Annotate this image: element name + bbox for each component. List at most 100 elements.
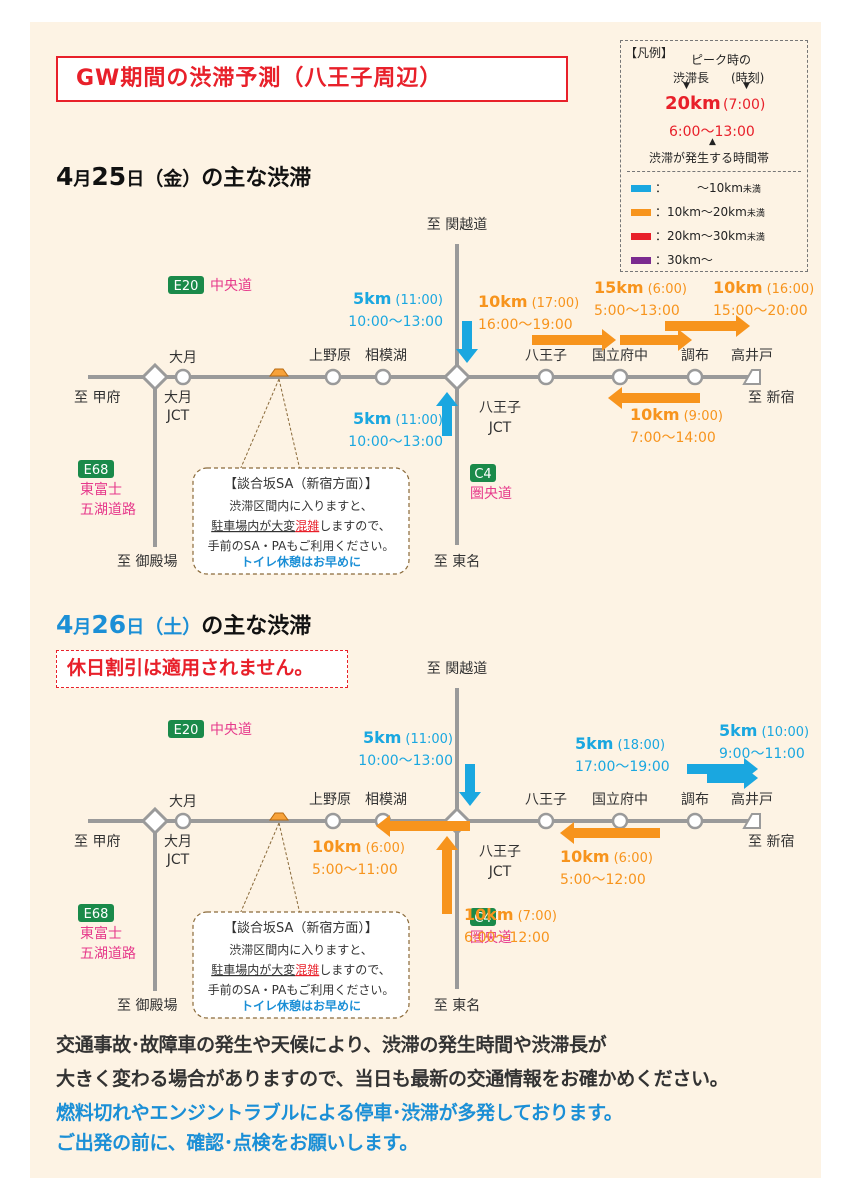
sa-callout-text-a: 駐車場内が大変 bbox=[211, 962, 295, 977]
jam-arrow-chuo-east-1-head bbox=[376, 815, 390, 837]
jam-arrow-chuo-west-1 bbox=[532, 335, 602, 345]
jam-time-range: 16:00～19:00 bbox=[478, 317, 573, 333]
jam-time-range: 5:00～11:00 bbox=[312, 862, 398, 878]
jam-peak-time: (7:00) bbox=[518, 909, 557, 924]
kunitachi-ic-node bbox=[611, 368, 629, 386]
jam-peak-time: (11:00) bbox=[395, 413, 443, 428]
to-kofu-label: 至 甲府 bbox=[74, 390, 120, 406]
e20-shield bbox=[168, 720, 204, 738]
sa-callout-text: 駐車場内が大変混雑しますので、 bbox=[211, 518, 391, 533]
jam-arrow-chuo-takaido-2 bbox=[707, 773, 744, 783]
otsuki-label: 大月 bbox=[169, 350, 197, 366]
takaido-terminal bbox=[742, 369, 761, 385]
day1-weekday: （金） bbox=[144, 168, 202, 190]
sa-callout-text-a: 駐車場内が大変 bbox=[211, 518, 295, 533]
legend-scale-label: ：10km～20km未満 bbox=[655, 205, 765, 219]
sa-callout-text: 手前のSA・PAもご利用ください。 bbox=[208, 982, 395, 997]
legend-time-label: (時刻) bbox=[731, 71, 765, 85]
otsuki-jct-node bbox=[140, 362, 170, 392]
sa-callout-text: 駐車場内が大変混雑しますので、 bbox=[211, 962, 391, 977]
arrow-down-icon: ▼ bbox=[743, 81, 750, 91]
jam-arrow-chuo-west-1-head bbox=[602, 329, 616, 351]
c4-shield bbox=[470, 908, 496, 926]
jam-length: 10km(17:00) bbox=[478, 292, 579, 311]
sa-callout-highlight: トイレ休憩はお早めに bbox=[241, 998, 361, 1013]
day2-date-unit: 日 bbox=[126, 617, 145, 638]
callout-pointer bbox=[278, 378, 301, 471]
jam-length: 5km(18:00) bbox=[575, 734, 665, 753]
jam-peak-time: (6:00) bbox=[648, 282, 687, 297]
jam-label-chuo-west-3: 10km(16:00)15:00～20:00 bbox=[713, 278, 814, 319]
jam-arrow-chuo-east bbox=[622, 393, 700, 403]
c4-label: C4 bbox=[474, 911, 491, 926]
jam-label-kenodo-north: 5km(11:00)10:00～13:00 bbox=[358, 728, 453, 769]
kenodo-label: 圏央道 bbox=[470, 486, 512, 502]
legend-color-swatch bbox=[631, 209, 651, 216]
jam-time-range: 17:00～19:00 bbox=[575, 759, 670, 775]
jam-arrow-kenodo-north-head bbox=[436, 392, 458, 406]
jam-arrow-kenodo-south bbox=[465, 764, 475, 792]
jam-arrow-chuo-takaido-2-head bbox=[744, 767, 758, 789]
higashifuji-label: 東富士 bbox=[80, 925, 122, 942]
legend-peak-label: ピーク時の bbox=[691, 53, 752, 67]
callout-pointer bbox=[239, 378, 280, 471]
hachioji-ic-node bbox=[537, 812, 555, 830]
jam-peak-time: (10:00) bbox=[761, 725, 809, 740]
e68-shield bbox=[78, 904, 114, 922]
e68-label: E68 bbox=[84, 907, 109, 922]
jam-arrow-kenodo-north bbox=[442, 850, 452, 914]
jam-arrow-kenodo-north bbox=[442, 406, 452, 436]
callout-pointer bbox=[239, 822, 280, 915]
sagamiko-label: 相模湖 bbox=[365, 792, 407, 808]
hachioji-ic-label: 八王子 bbox=[525, 348, 567, 364]
takaido-label: 高井戸 bbox=[731, 791, 773, 808]
legend-color-swatch bbox=[631, 185, 651, 192]
legend-scale-suffix: 未満 bbox=[746, 233, 765, 243]
jam-length: 5km(11:00) bbox=[353, 409, 443, 428]
hachioji-ic-node bbox=[537, 368, 555, 386]
jam-time-range: 7:00～14:00 bbox=[630, 430, 716, 446]
otsuki-jct-label: JCT bbox=[166, 408, 190, 424]
legend-box: 【凡例】 ピーク時の 渋滞長 (時刻) ▼ ▼ 20km (7:00) 6:00… bbox=[620, 40, 808, 272]
legend-scale-suffix: 未満 bbox=[742, 185, 761, 195]
sa-callout-highlight: トイレ休憩はお早めに bbox=[241, 554, 361, 569]
jam-arrow-chuo-east-1 bbox=[390, 821, 470, 831]
day2-month: 4 bbox=[56, 610, 74, 639]
day2-title: 4月26日（土）の主な渋滞 bbox=[56, 608, 311, 640]
sa-callout-text-c: しますので、 bbox=[319, 963, 391, 977]
hachioji-jct-label: JCT bbox=[488, 864, 512, 880]
chofu-label: 調布 bbox=[681, 348, 709, 364]
route-map: 至 関越道至 東名至 甲府至 新宿至 御殿場大月大月JCT上野原相模湖八王子国立… bbox=[74, 217, 814, 575]
uenohara-label: 上野原 bbox=[309, 348, 351, 364]
jam-time-range: 10:00～13:00 bbox=[358, 753, 453, 769]
kunitachi-ic-node bbox=[611, 812, 629, 830]
otsuki-jct-label: JCT bbox=[166, 852, 190, 868]
jam-peak-time: (17:00) bbox=[532, 296, 580, 311]
legend-example-range: 6:00～13:00 bbox=[669, 124, 755, 140]
otsuki-ic-node bbox=[174, 368, 192, 386]
jam-time-range: 5:00～12:00 bbox=[560, 872, 646, 888]
otsuki-jct-node bbox=[140, 806, 170, 836]
legend-scale-suffix: 未満 bbox=[746, 209, 765, 219]
jam-peak-time: (6:00) bbox=[614, 851, 653, 866]
to-shinjuku-label: 至 新宿 bbox=[748, 833, 794, 850]
jam-label-kenodo-south: 5km(11:00)10:00～13:00 bbox=[348, 409, 443, 450]
chofu-label: 調布 bbox=[681, 792, 709, 808]
jam-label-chuo-takaido-1: 5km(18:00) 17:00～19:00 bbox=[575, 734, 670, 775]
c4-shield bbox=[470, 464, 496, 482]
holiday-discount-notice: 休日割引は適用されません。 bbox=[56, 650, 348, 688]
service-area-icon bbox=[269, 368, 289, 377]
arrow-down-icon: ▼ bbox=[683, 81, 690, 91]
jam-arrow-chuo-east-2 bbox=[574, 828, 660, 838]
arrow-up-icon: ▲ bbox=[709, 137, 716, 147]
hachioji-jct-label: 八王子 bbox=[479, 844, 521, 860]
higashifuji-label: 五湖道路 bbox=[80, 946, 136, 962]
jam-peak-time: (18:00) bbox=[617, 738, 665, 753]
legend-scale-label: ：20km～30km未満 bbox=[655, 229, 765, 243]
legend-example-time: (7:00) bbox=[723, 97, 766, 113]
jam-arrow-chuo-west-3 bbox=[665, 321, 736, 331]
jam-arrow-kenodo-north-head bbox=[436, 836, 458, 850]
jam-peak-time: (11:00) bbox=[395, 293, 443, 308]
day1-suffix: の主な渋滞 bbox=[201, 166, 312, 191]
day1-date-unit: 日 bbox=[126, 169, 145, 190]
